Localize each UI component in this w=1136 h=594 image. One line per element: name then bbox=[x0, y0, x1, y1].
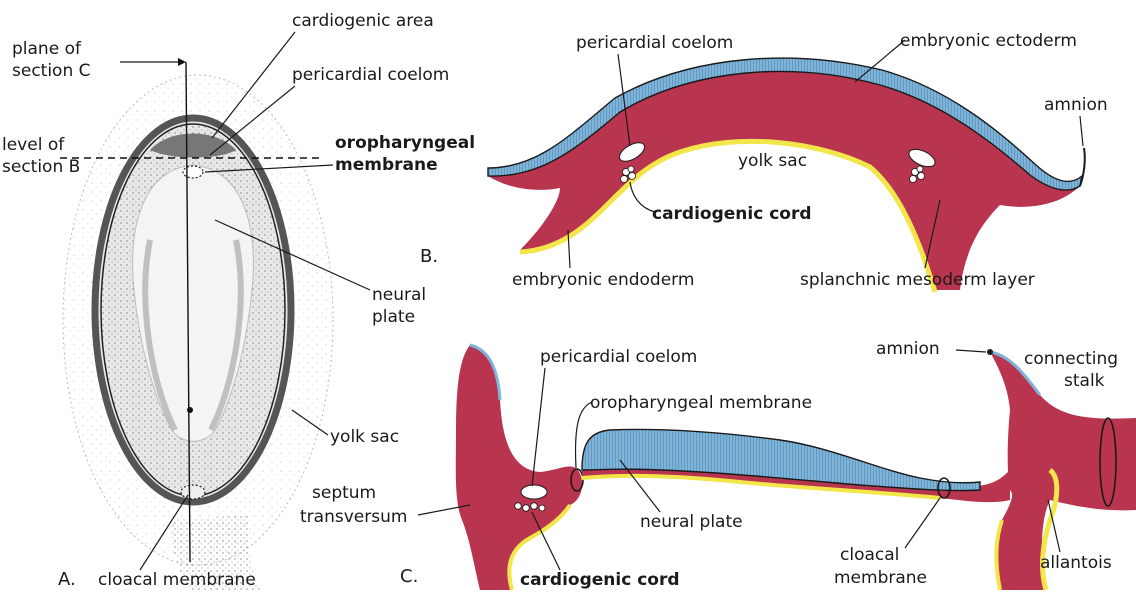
panel-a: plane of section C level of section B ca… bbox=[2, 11, 475, 590]
label-amnion-c: amnion bbox=[876, 339, 940, 359]
pericardial-coelom-c bbox=[521, 485, 547, 499]
panel-letter-a: A. bbox=[58, 569, 76, 590]
panel-letter-b: B. bbox=[420, 246, 438, 267]
mesoderm-b bbox=[488, 71, 1080, 290]
label-neural-plate-c: neural plate bbox=[640, 512, 743, 532]
panel-c: pericardial coelom oropharyngeal membran… bbox=[300, 339, 1136, 590]
oropharyngeal-membrane bbox=[183, 166, 203, 178]
label-cardiogenic-area: cardiogenic area bbox=[292, 11, 434, 31]
label-yolk-sac-a: yolk sac bbox=[330, 427, 399, 447]
label-oropharyngeal-a1: oropharyngeal bbox=[335, 133, 475, 153]
label-section-b: section B bbox=[2, 157, 80, 177]
label-amnion-b: amnion bbox=[1044, 95, 1108, 115]
label-cloacal: cloacal bbox=[840, 545, 899, 565]
cloacal-membrane bbox=[181, 485, 205, 499]
label-pericardial-coelom-b: pericardial coelom bbox=[576, 33, 733, 53]
label-yolk-sac-b: yolk sac bbox=[738, 151, 807, 171]
label-section-c: section C bbox=[12, 61, 91, 81]
label-oropharyngeal-a2: membrane bbox=[335, 155, 438, 175]
panel-letter-c: C. bbox=[400, 566, 418, 587]
label-membrane-c: membrane bbox=[834, 568, 927, 588]
label-oropharyngeal-membrane-c: oropharyngeal membrane bbox=[590, 393, 812, 413]
head-fold-c bbox=[456, 345, 582, 590]
label-embryonic-endoderm: embryonic endoderm bbox=[512, 270, 694, 290]
label-pericardial-coelom-a: pericardial coelom bbox=[292, 65, 449, 85]
label-plane-of: plane of bbox=[12, 39, 82, 59]
primitive-node bbox=[187, 407, 193, 413]
label-septum: septum bbox=[312, 483, 376, 503]
label-cardiogenic-cord-c: cardiogenic cord bbox=[520, 570, 680, 590]
label-level-of: level of bbox=[2, 135, 65, 155]
label-splanchnic-mesoderm: splanchnic mesoderm layer bbox=[800, 270, 1035, 290]
label-cloacal-membrane-a: cloacal membrane bbox=[98, 570, 256, 590]
label-connecting: connecting bbox=[1024, 349, 1118, 369]
label-pericardial-coelom-c: pericardial coelom bbox=[540, 347, 697, 367]
panel-b: pericardial coelom embryonic ectoderm am… bbox=[420, 31, 1108, 292]
label-neural: neural bbox=[372, 285, 426, 305]
label-stalk: stalk bbox=[1064, 371, 1105, 391]
label-allantois: allantois bbox=[1040, 553, 1112, 573]
label-transversum: transversum bbox=[300, 507, 407, 527]
label-embryonic-ectoderm: embryonic ectoderm bbox=[900, 31, 1077, 51]
label-plate: plate bbox=[372, 307, 415, 327]
label-cardiogenic-cord-b: cardiogenic cord bbox=[652, 204, 812, 224]
